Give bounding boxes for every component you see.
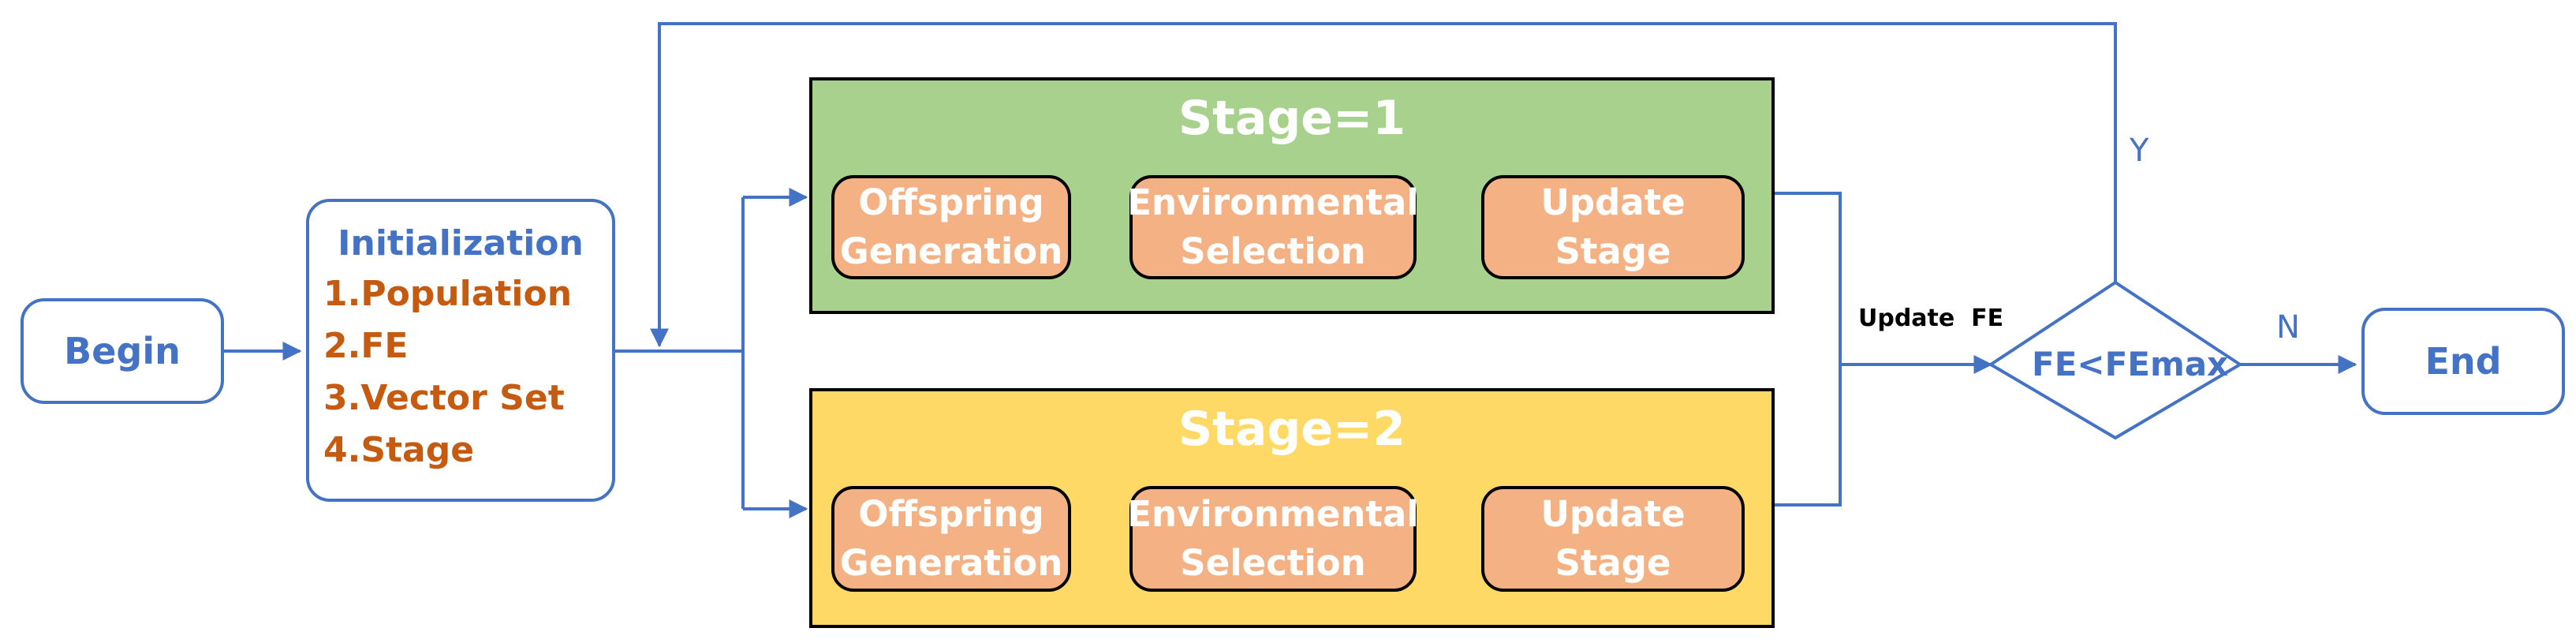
stage1-environmental-selection: Environmental Selection [1127, 175, 1419, 279]
end-label: End [2425, 340, 2502, 383]
init-item-stage: 4.Stage [323, 430, 475, 470]
stage1-step1-line1: Offspring [858, 181, 1044, 223]
stage2-step3-line2: Stage [1555, 542, 1671, 584]
stage2-update-stage: Update Stage [1481, 486, 1745, 592]
yes-label: Y [2130, 133, 2149, 169]
line-stage1-out [1775, 192, 1842, 507]
begin-label: Begin [64, 330, 181, 372]
stage2-step3-line1: Update [1540, 493, 1686, 535]
stage2-offspring-generation: Offspring Generation [831, 486, 1071, 592]
initialization-title: Initialization [338, 223, 584, 264]
stage2-environmental-selection: Environmental Selection [1127, 486, 1419, 592]
stage1-step2-line2: Selection [1180, 230, 1366, 272]
init-item-population: 1.Population [323, 274, 573, 314]
no-label: N [2276, 309, 2300, 346]
begin-node: Begin [21, 298, 224, 404]
arrow-yes-loop [650, 22, 2117, 348]
stage1-step3-line1: Update [1540, 181, 1686, 223]
decision-label: FE<FEmax [2032, 345, 2229, 383]
stage1-update-stage: Update Stage [1481, 175, 1745, 279]
stage1-offspring-generation: Offspring Generation [831, 175, 1071, 279]
stage2-step2-line1: Environmental [1127, 493, 1419, 535]
stage2-step2-line2: Selection [1180, 542, 1366, 584]
end-node: End [2361, 308, 2565, 415]
stage2-title: Stage=2 [1178, 402, 1406, 457]
update-fe-label: Update FE [1858, 305, 2004, 332]
stage1-step1-line2: Generation [839, 230, 1063, 272]
stage2-step1-line2: Generation [839, 542, 1063, 584]
initialization-node: Initialization 1.Population 2.FE 3.Vecto… [306, 199, 615, 502]
init-item-fe: 2.FE [323, 326, 409, 366]
init-item-vector-set: 3.Vector Set [323, 378, 565, 418]
stage2-step1-line1: Offspring [858, 493, 1044, 535]
decision-diamond [1988, 280, 2243, 440]
stage1-step2-line1: Environmental [1127, 181, 1419, 223]
stage1-step3-line2: Stage [1555, 230, 1671, 272]
stage1-title: Stage=1 [1178, 91, 1406, 146]
